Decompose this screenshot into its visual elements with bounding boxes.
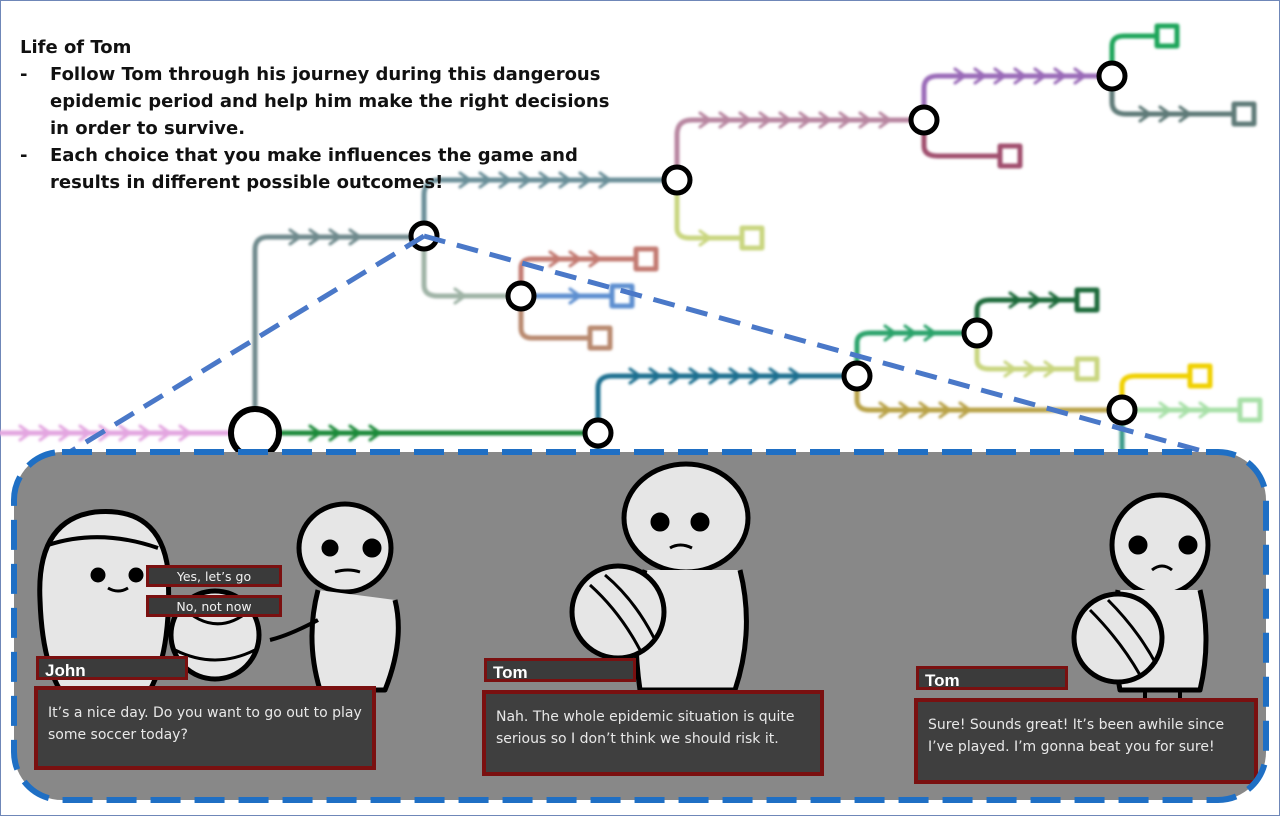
dialog-text: Sure! Sounds great! It’s been awhile sin… <box>928 717 1225 755</box>
intro-bullets: Follow Tom through his journey during th… <box>20 61 620 196</box>
choice-no-button[interactable]: No, not now <box>146 595 282 617</box>
speaker-name-john: John <box>36 656 188 680</box>
speaker-name-tom: Tom <box>916 666 1068 690</box>
intro-bullet: Each choice that you make influences the… <box>20 142 620 196</box>
game-title: Life of Tom <box>20 37 132 58</box>
map-node <box>1096 60 1128 92</box>
dialog-text: Nah. The whole epidemic situation is qui… <box>496 709 795 747</box>
map-node <box>961 317 993 349</box>
intro-block: Life of Tom Follow Tom through his journ… <box>20 34 620 196</box>
map-node <box>841 360 873 392</box>
dialog-text: It’s a nice day. Do you want to go out t… <box>48 705 362 743</box>
map-node <box>1106 394 1138 426</box>
map-node <box>582 417 614 449</box>
intro-bullet: Follow Tom through his journey during th… <box>20 61 620 142</box>
map-node <box>505 280 537 312</box>
dialog-box-tom: Sure! Sounds great! It’s been awhile sin… <box>914 698 1258 784</box>
map-node <box>661 164 693 196</box>
choice-yes-button[interactable]: Yes, let’s go <box>146 565 282 587</box>
zoom-line-right <box>423 233 1221 459</box>
dialog-box-john: It’s a nice day. Do you want to go out t… <box>34 686 376 770</box>
branch-trunk-up <box>252 234 413 413</box>
map-node <box>908 104 940 136</box>
speaker-name-tom: Tom <box>484 658 636 682</box>
dialog-box-tom: Nah. The whole epidemic situation is qui… <box>482 690 824 776</box>
zoom-line-left <box>58 233 426 461</box>
